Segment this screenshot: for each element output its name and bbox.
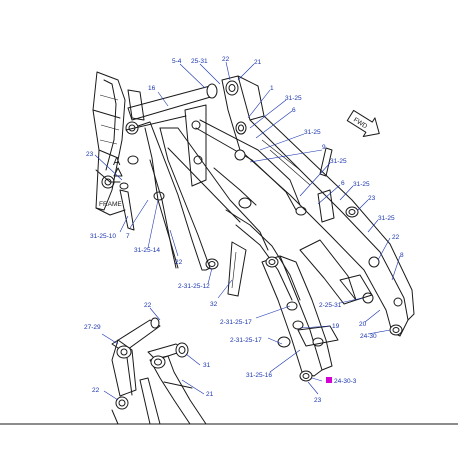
callout-22-inset-b: 22 xyxy=(92,387,100,394)
center-linkage xyxy=(184,104,307,301)
forward-arrow-icon: FWD xyxy=(346,109,380,138)
callout-31-inset: 31 xyxy=(203,362,211,369)
cross-tube xyxy=(125,83,218,135)
machine-frame xyxy=(92,71,145,216)
callout-23-bottom: 23 xyxy=(314,397,322,404)
callout-23-left: 23 xyxy=(86,151,94,158)
view-a-letter: A xyxy=(113,156,121,168)
callout-6-a: 6 xyxy=(292,107,296,114)
callout-19: 19 xyxy=(332,323,340,330)
callout-31-25-d: 31-25 xyxy=(353,181,370,188)
callout-23-right: 23 xyxy=(368,195,376,202)
callout-31-25-a: 31-25 xyxy=(285,95,302,102)
callout-22-inset-a: 22 xyxy=(144,302,152,309)
callout-2-31-25-17-a: 2-31-25-17 xyxy=(220,319,252,326)
callout-21-inset: 21 xyxy=(206,391,214,398)
callout-21-top: 21 xyxy=(254,59,262,66)
callout-2-25-31: 2-25-31 xyxy=(319,302,342,309)
callout-31-25-c: 31-25 xyxy=(330,158,347,165)
callout-2-31-25-17-b: 2-31-25-17 xyxy=(230,337,262,344)
highlight-marker-icon xyxy=(326,377,332,383)
callout-31-25-e: 31-25 xyxy=(378,215,395,222)
right-boom-arm xyxy=(221,75,415,337)
callout-32: 32 xyxy=(210,301,218,308)
callout-27-29: 27-29 xyxy=(84,324,101,331)
callout-16: 16 xyxy=(148,85,156,92)
callout-5-4: 5-4 xyxy=(172,58,182,65)
callout-31-25-16: 31-25-16 xyxy=(246,372,272,379)
inset-detail xyxy=(0,317,458,425)
callout-9: 9 xyxy=(322,144,326,151)
callout-31-25-14: 31-25-14 xyxy=(134,247,160,254)
callout-22-mid: 22 xyxy=(175,259,183,266)
callout-7: 7 xyxy=(126,233,130,240)
callout-6-b: 6 xyxy=(341,180,345,187)
callout-20: 20 xyxy=(359,321,367,328)
callout-22-top: 22 xyxy=(222,56,230,63)
frame-text: FRAME xyxy=(99,201,122,208)
callout-22-right: 22 xyxy=(392,234,400,241)
callout-labels: 5-4 25-31 22 21 16 1 31-25 6 31-25 9 31-… xyxy=(84,56,404,404)
callout-24-30: 24-30 xyxy=(360,333,377,340)
callout-1: 1 xyxy=(270,85,274,92)
callout-31-25-b: 31-25 xyxy=(304,129,321,136)
lower-linkage xyxy=(261,255,339,382)
callout-31-25-10: 31-25-10 xyxy=(90,233,116,240)
callout-25-31-top: 25-31 xyxy=(191,58,208,65)
callout-2-31-25-12: 2-31-25-12 xyxy=(178,283,210,290)
leader-lines xyxy=(94,61,401,401)
callout-24-30-3: 24-30-3 xyxy=(334,378,357,385)
callout-8: 8 xyxy=(400,252,404,259)
